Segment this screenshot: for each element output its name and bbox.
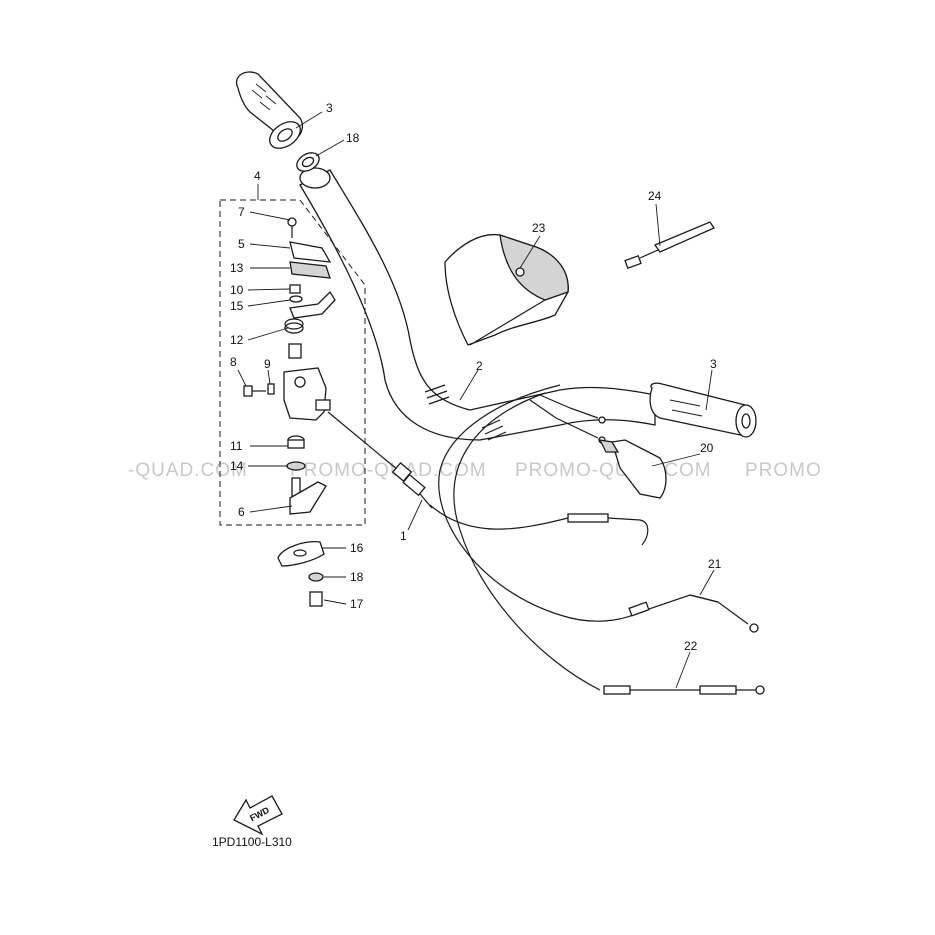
callout-1: 1 bbox=[400, 529, 407, 543]
throttle-housing bbox=[283, 367, 331, 421]
cable-22 bbox=[453, 392, 765, 695]
callout-15: 15 bbox=[230, 299, 244, 313]
screw-8 bbox=[243, 385, 266, 397]
callout-6: 6 bbox=[238, 505, 245, 519]
grip-collar bbox=[296, 152, 320, 172]
watermark-2: PROMO-QUAD.COM bbox=[290, 460, 487, 481]
callout-5: 5 bbox=[238, 237, 245, 251]
nut-9 bbox=[267, 383, 275, 395]
callout-10: 10 bbox=[230, 283, 244, 297]
bolt-17 bbox=[309, 591, 323, 607]
return-spring bbox=[284, 318, 304, 334]
left-grip bbox=[235, 71, 303, 149]
callout-23: 23 bbox=[532, 221, 546, 235]
watermark-4: PROMO bbox=[745, 460, 822, 481]
screw-7 bbox=[287, 217, 297, 238]
callout-21: 21 bbox=[708, 557, 722, 571]
callout-18: 18 bbox=[350, 570, 364, 584]
nut-10 bbox=[289, 284, 301, 294]
watermark-3: PROMO-QUAD.COM bbox=[515, 460, 712, 481]
callout-numbers: 3 18 4 7 5 13 10 15 12 8 9 11 14 6 16 18… bbox=[230, 101, 722, 653]
callout-3-left: 3 bbox=[326, 101, 333, 115]
callout-19: 18 bbox=[346, 131, 360, 145]
callout-3-right: 3 bbox=[710, 357, 717, 371]
cover-gasket bbox=[289, 261, 331, 279]
right-grip bbox=[649, 382, 757, 438]
handlebar bbox=[299, 167, 656, 441]
washer-15 bbox=[289, 295, 303, 303]
callout-17: 17 bbox=[350, 597, 364, 611]
callout-9: 9 bbox=[264, 357, 271, 371]
callout-8: 8 bbox=[230, 355, 237, 369]
throttle-cover bbox=[289, 241, 332, 263]
cable-end-upper bbox=[539, 394, 606, 424]
callout-2: 2 bbox=[476, 359, 483, 373]
callout-11: 11 bbox=[230, 439, 243, 453]
throttle-shaft-lever bbox=[289, 477, 327, 515]
callout-12: 12 bbox=[230, 333, 244, 347]
cable-tie bbox=[624, 221, 715, 269]
washer-14 bbox=[286, 461, 306, 471]
cable-boot bbox=[598, 439, 667, 499]
throttle-cable bbox=[327, 411, 649, 546]
callout-16: 16 bbox=[350, 541, 364, 555]
callout-14: 14 bbox=[230, 459, 244, 473]
callout-13: 13 bbox=[230, 261, 244, 275]
callout-4: 4 bbox=[254, 169, 261, 183]
knurl-left bbox=[424, 384, 450, 405]
handlebar-pad bbox=[444, 233, 569, 346]
callout-22: 22 bbox=[684, 639, 698, 653]
bushing-11 bbox=[287, 435, 305, 449]
diagram-code: 1PD1100-L310 bbox=[212, 835, 292, 849]
cable-21 bbox=[438, 384, 759, 633]
throttle-lever-plate bbox=[289, 290, 336, 319]
watermark-1: -QUAD.COM bbox=[128, 460, 248, 481]
clamp-16 bbox=[277, 541, 325, 567]
fwd-arrow: FWD bbox=[233, 795, 283, 836]
callout-7: 7 bbox=[238, 205, 245, 219]
washer-18 bbox=[308, 572, 324, 582]
bushing bbox=[288, 343, 302, 359]
callout-20: 20 bbox=[700, 441, 714, 455]
callout-24: 24 bbox=[648, 189, 662, 203]
leader-lines bbox=[237, 111, 715, 689]
